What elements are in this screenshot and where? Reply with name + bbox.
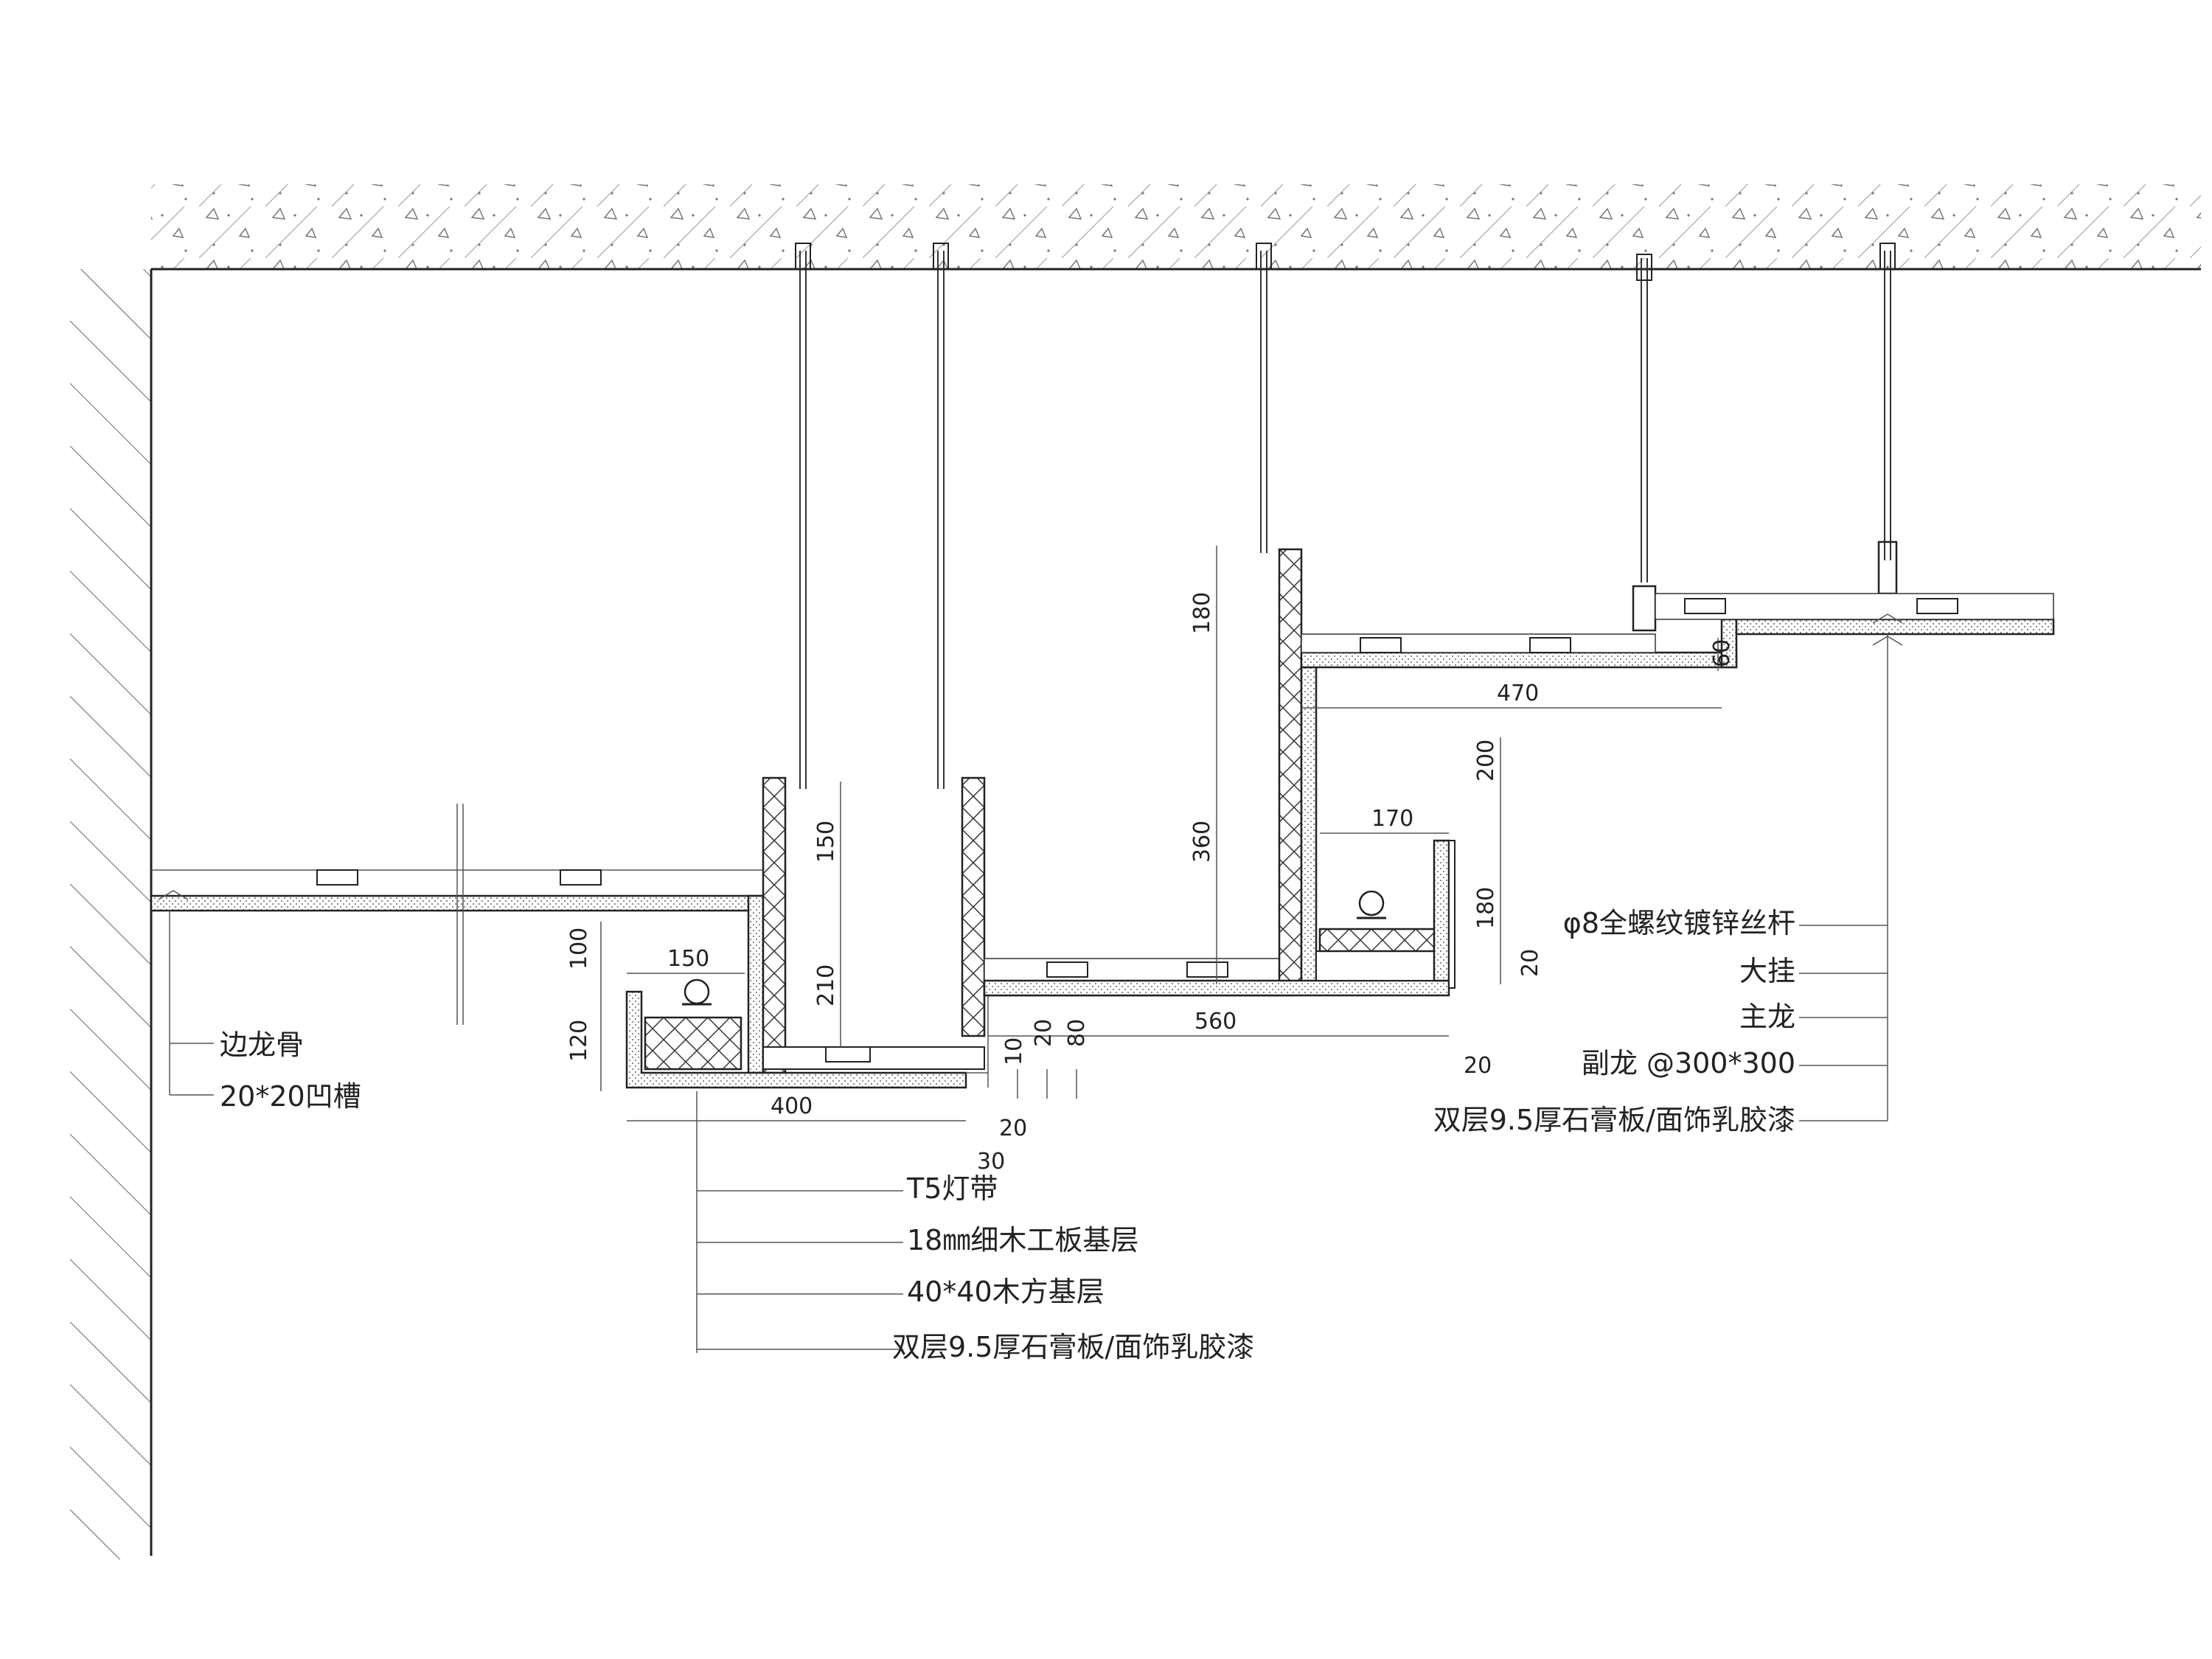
- dim-400: 400: [771, 1093, 813, 1119]
- dim-180-top: 180: [1189, 592, 1215, 634]
- label-blockboard: 18㎜细木工板基层: [907, 1224, 1138, 1256]
- dim-150-left: 150: [667, 946, 709, 972]
- dim-30: 30: [977, 1149, 1005, 1175]
- rod-3: [1256, 243, 1272, 553]
- light-trough-right: [1315, 839, 1455, 989]
- dim-150-mid: 150: [813, 821, 839, 863]
- dim-80: 80: [1064, 1019, 1090, 1047]
- dim-560: 560: [1194, 1009, 1237, 1034]
- dim-60: 60: [1709, 639, 1735, 667]
- label-rod: φ8全螺纹镀锌丝杆: [1563, 907, 1795, 939]
- label-main-keel: 主龙: [1739, 1001, 1795, 1033]
- dimension-lines: [600, 546, 1722, 1121]
- rod-1: [795, 243, 811, 789]
- dim-210: 210: [813, 964, 839, 1006]
- dim-120: 120: [566, 1020, 592, 1062]
- rod-5: [1877, 243, 1898, 595]
- label-timber: 40*40木方基层: [907, 1276, 1105, 1308]
- left-ceiling-board: [150, 804, 765, 1025]
- side-wall: [70, 269, 153, 1559]
- dim-170: 170: [1371, 806, 1413, 832]
- label-sub-keel: 副龙 @300*300: [1582, 1047, 1795, 1079]
- rod-4: [1632, 254, 1657, 632]
- rod-2: [933, 243, 949, 789]
- suspension-rods: [795, 243, 1898, 789]
- dim-200: 200: [1473, 740, 1499, 782]
- label-t5-light: T5灯带: [906, 1172, 998, 1205]
- label-edge-keel: 边龙骨: [220, 1029, 304, 1061]
- label-gypsum-right: 双层9.5厚石膏板/面饰乳胶漆: [1433, 1104, 1795, 1136]
- dim-360: 360: [1189, 821, 1215, 863]
- dim-180-right: 180: [1473, 887, 1499, 929]
- dim-20-c: 20: [1464, 1053, 1492, 1079]
- label-gypsum-bottom: 双层9.5厚石膏板/面饰乳胶漆: [892, 1331, 1254, 1363]
- dim-10: 10: [1001, 1037, 1027, 1065]
- dim-470: 470: [1497, 681, 1539, 706]
- upper-ceiling-board: [1300, 593, 2055, 669]
- concrete-slab: [151, 184, 2201, 271]
- dim-100: 100: [566, 928, 592, 970]
- label-hanger: 大挂: [1739, 955, 1795, 987]
- dim-20-d: 20: [1517, 949, 1543, 977]
- label-groove: 20*20凹槽: [220, 1080, 361, 1113]
- dim-20-b: 20: [1031, 1019, 1057, 1047]
- light-trough-left: [625, 776, 989, 1089]
- dim-20-a: 20: [999, 1116, 1027, 1141]
- leader-lines: [169, 634, 1888, 1353]
